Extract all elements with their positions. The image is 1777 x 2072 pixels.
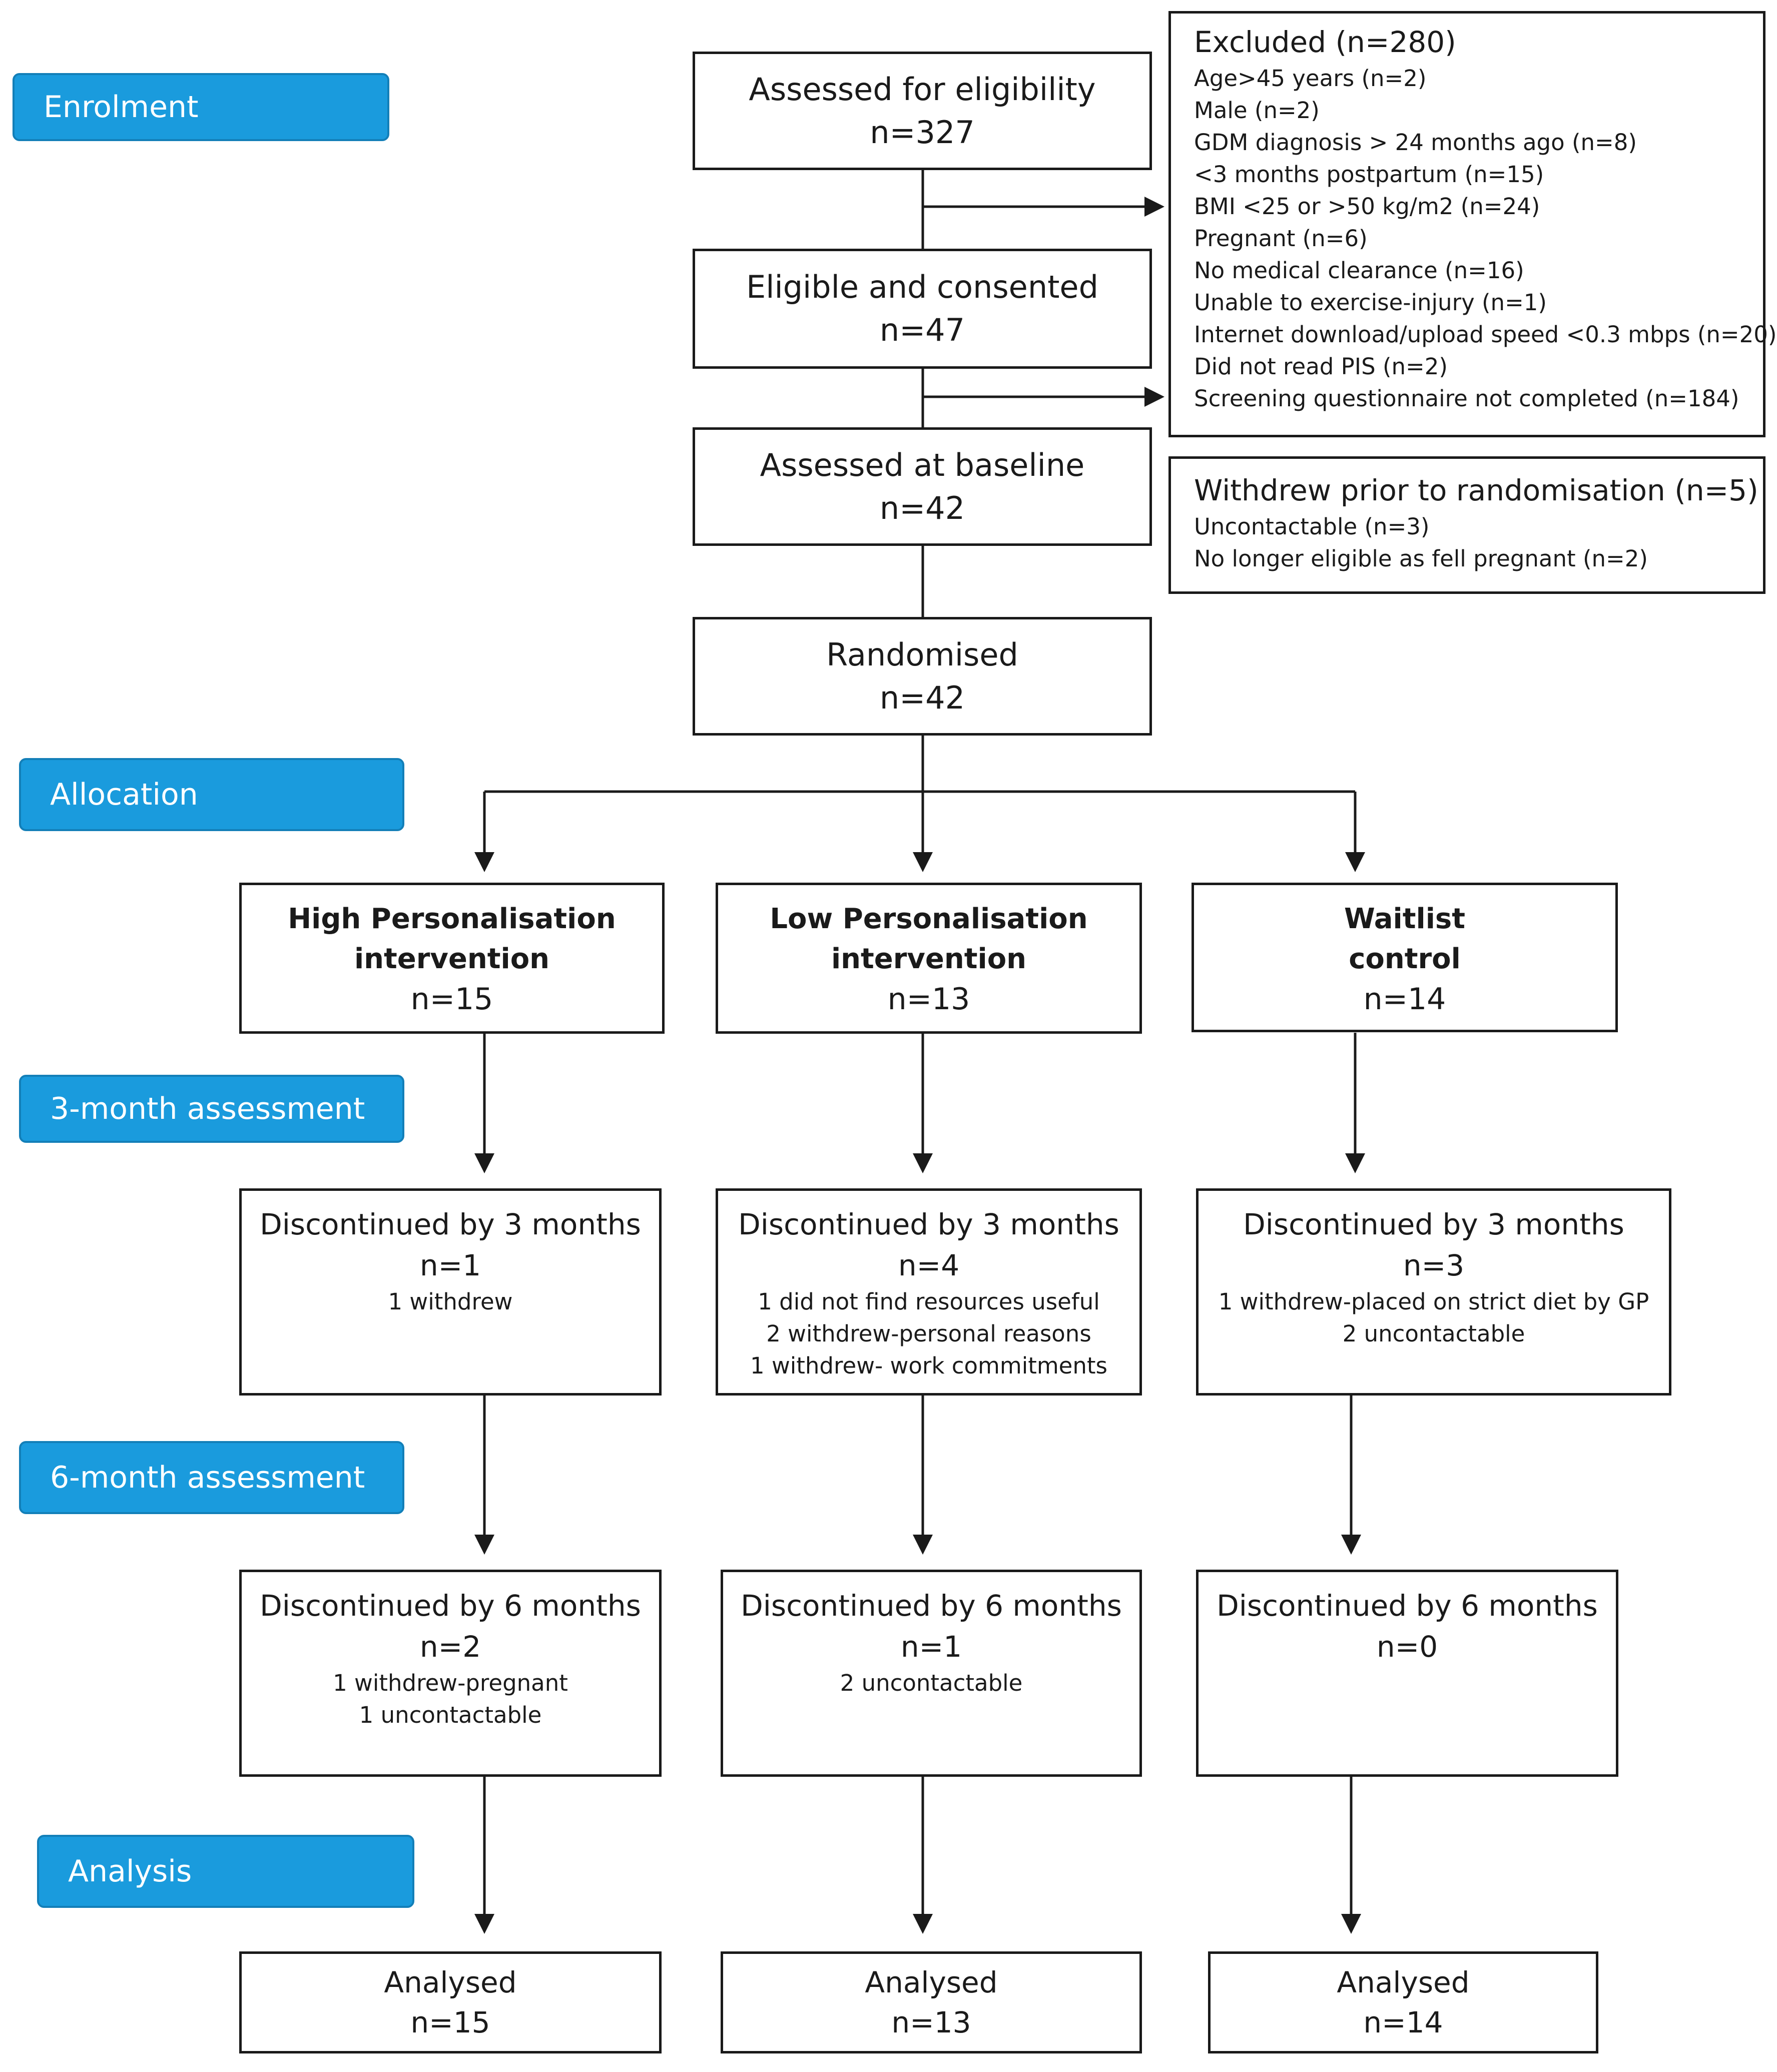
box-waitlist-discontinued-3-months: Discontinued by 3 months n=3 1 withdrew-… — [1196, 1188, 1671, 1396]
box-randomised: Randomised n=42 — [693, 617, 1152, 736]
arm-title: intervention — [354, 943, 550, 975]
excluded-reason: No medical clearance (n=16) — [1194, 257, 1524, 284]
disc-reason: 1 withdrew- work commitments — [750, 1352, 1107, 1379]
box-count: n=47 — [879, 312, 965, 348]
analysed-count: n=15 — [410, 2005, 490, 2039]
disc-reason: 2 uncontactable — [1342, 1320, 1525, 1347]
disc-reason: 1 withdrew — [388, 1288, 513, 1315]
analysed-title: Analysed — [384, 1965, 517, 1999]
disc-reason: 2 uncontactable — [840, 1670, 1023, 1696]
excluded-reason: Internet download/upload speed <0.3 mbps… — [1194, 321, 1777, 348]
analysed-count: n=13 — [891, 2005, 971, 2039]
arm-title: control — [1349, 943, 1461, 975]
box-low-discontinued-6-months: Discontinued by 6 months n=1 2 uncontact… — [721, 1570, 1142, 1777]
box-arm-low-personalisation: Low Personalisation intervention n=13 — [716, 883, 1142, 1034]
disc-title: Discontinued by 6 months — [741, 1589, 1122, 1623]
excluded-reason: Unable to exercise-injury (n=1) — [1194, 289, 1547, 316]
withdrew-reason: Uncontactable (n=3) — [1194, 513, 1430, 540]
box-arm-waitlist-control: Waitlist control n=14 — [1192, 883, 1618, 1032]
box-excluded: Excluded (n=280) Age>45 years (n=2) Male… — [1168, 11, 1776, 437]
disc-count: n=3 — [1403, 1248, 1465, 1282]
excluded-title: Excluded (n=280) — [1194, 25, 1456, 59]
excluded-reason: Pregnant (n=6) — [1194, 225, 1368, 252]
box-title: Assessed for eligibility — [749, 71, 1096, 108]
box-title: Eligible and consented — [746, 269, 1098, 305]
disc-reason: 1 uncontactable — [359, 1702, 542, 1728]
box-high-discontinued-6-months: Discontinued by 6 months n=2 1 withdrew-… — [239, 1570, 662, 1777]
box-withdrew-prior-randomisation: Withdrew prior to randomisation (n=5) Un… — [1168, 456, 1765, 594]
box-low-analysed: Analysed n=13 — [721, 1951, 1142, 2053]
box-waitlist-analysed: Analysed n=14 — [1208, 1951, 1598, 2053]
excluded-reason: BMI <25 or >50 kg/m2 (n=24) — [1194, 193, 1540, 220]
excluded-reason: Screening questionnaire not completed (n… — [1194, 385, 1739, 412]
stage-label-3-month-assessment: 3-month assessment — [19, 1075, 404, 1143]
box-waitlist-discontinued-6-months: Discontinued by 6 months n=0 — [1196, 1570, 1618, 1777]
arm-count: n=14 — [1363, 982, 1446, 1017]
disc-reason: 1 did not find resources useful — [758, 1288, 1100, 1315]
disc-title: Discontinued by 3 months — [738, 1207, 1119, 1241]
disc-title: Discontinued by 3 months — [1243, 1207, 1624, 1241]
arm-count: n=15 — [410, 982, 493, 1017]
arm-title: Waitlist — [1344, 903, 1466, 935]
analysed-count: n=14 — [1363, 2005, 1443, 2039]
disc-count: n=2 — [419, 1630, 481, 1664]
withdrew-reason: No longer eligible as fell pregnant (n=2… — [1194, 545, 1648, 572]
box-title: Assessed at baseline — [760, 446, 1085, 483]
box-eligible-consented: Eligible and consented n=47 — [693, 249, 1152, 369]
excluded-reason: GDM diagnosis > 24 months ago (n=8) — [1194, 129, 1637, 156]
disc-title: Discontinued by 6 months — [260, 1589, 641, 1623]
arm-title: intervention — [831, 943, 1027, 975]
excluded-reason: Did not read PIS (n=2) — [1194, 353, 1448, 380]
analysed-title: Analysed — [1337, 1965, 1470, 1999]
box-count: n=42 — [879, 489, 965, 526]
stage-label-6-month-assessment: 6-month assessment — [19, 1441, 404, 1514]
disc-count: n=0 — [1376, 1630, 1438, 1664]
box-arm-high-personalisation: High Personalisation intervention n=15 — [239, 883, 665, 1034]
arm-title: High Personalisation — [288, 903, 616, 935]
withdrew-title: Withdrew prior to randomisation (n=5) — [1194, 473, 1758, 507]
box-count: n=42 — [879, 679, 965, 716]
excluded-reason: Male (n=2) — [1194, 97, 1320, 124]
box-high-discontinued-3-months: Discontinued by 3 months n=1 1 withdrew — [239, 1188, 662, 1396]
disc-reason: 1 withdrew-pregnant — [333, 1670, 568, 1696]
excluded-reason: <3 months postpartum (n=15) — [1194, 161, 1544, 188]
disc-title: Discontinued by 6 months — [1217, 1589, 1598, 1623]
analysed-title: Analysed — [865, 1965, 998, 1999]
arm-title: Low Personalisation — [770, 903, 1088, 935]
stage-label-analysis: Analysis — [37, 1835, 414, 1908]
disc-reason: 2 withdrew-personal reasons — [766, 1320, 1091, 1347]
box-low-discontinued-3-months: Discontinued by 3 months n=4 1 did not f… — [716, 1188, 1142, 1396]
disc-title: Discontinued by 3 months — [260, 1207, 641, 1241]
disc-count: n=4 — [898, 1248, 960, 1282]
box-high-analysed: Analysed n=15 — [239, 1951, 662, 2053]
box-count: n=327 — [870, 114, 975, 151]
box-assessed-eligibility: Assessed for eligibility n=327 — [693, 52, 1152, 170]
disc-reason: 1 withdrew-placed on strict diet by GP — [1218, 1288, 1649, 1315]
box-assessed-baseline: Assessed at baseline n=42 — [693, 427, 1152, 546]
disc-count: n=1 — [419, 1248, 481, 1282]
excluded-reason: Age>45 years (n=2) — [1194, 65, 1427, 92]
arm-count: n=13 — [887, 982, 970, 1017]
disc-count: n=1 — [900, 1630, 962, 1664]
box-title: Randomised — [826, 636, 1018, 673]
stage-label-enrolment: Enrolment — [13, 73, 389, 141]
stage-label-allocation: Allocation — [19, 758, 404, 831]
